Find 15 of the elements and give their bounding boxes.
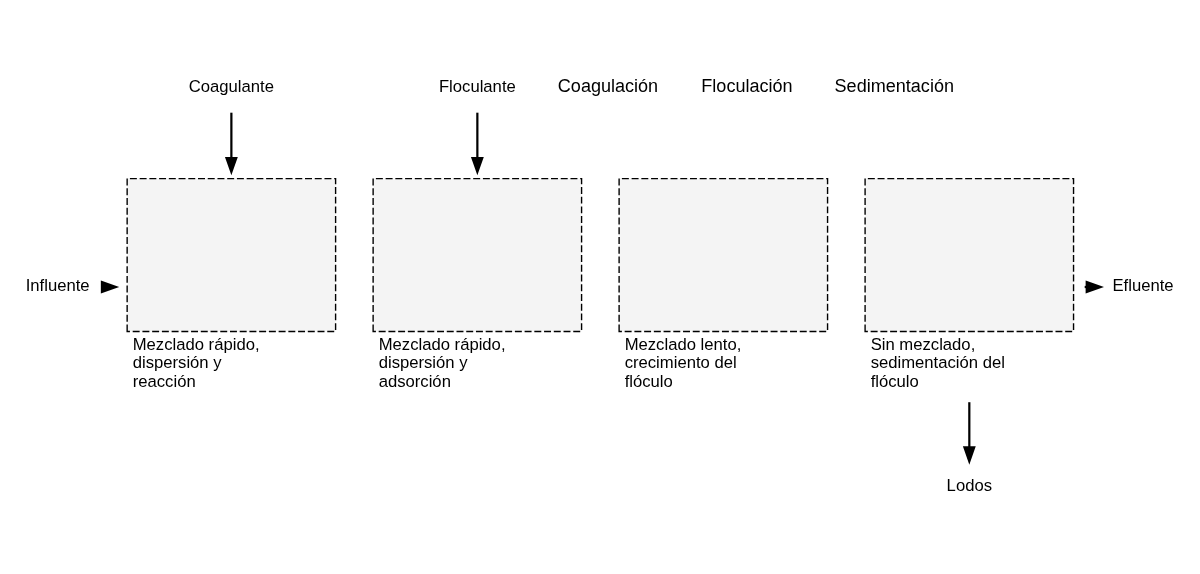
node-text: Floculante bbox=[438, 76, 516, 96]
label: Sedimentación bbox=[834, 76, 954, 97]
label: Floculación bbox=[701, 76, 793, 97]
arrow bbox=[962, 402, 976, 465]
arrow bbox=[470, 112, 484, 176]
node-text: Influente bbox=[25, 276, 90, 296]
node-label: Mezclado rápido, dispersión y adsorción bbox=[378, 335, 506, 391]
node-label: Mezclado lento, crecimiento del flóculo bbox=[624, 335, 742, 391]
label: Coagulación bbox=[557, 76, 659, 97]
node-text: Coagulante bbox=[188, 76, 274, 96]
arrow bbox=[224, 112, 238, 176]
node-text: Efluente bbox=[1112, 276, 1174, 296]
node-label: Mezclado rápido, dispersión y reacción bbox=[132, 335, 260, 391]
node-label: Sin mezclado, sedimentación del flóculo bbox=[870, 335, 1005, 391]
node-text: Lodos bbox=[946, 475, 993, 495]
